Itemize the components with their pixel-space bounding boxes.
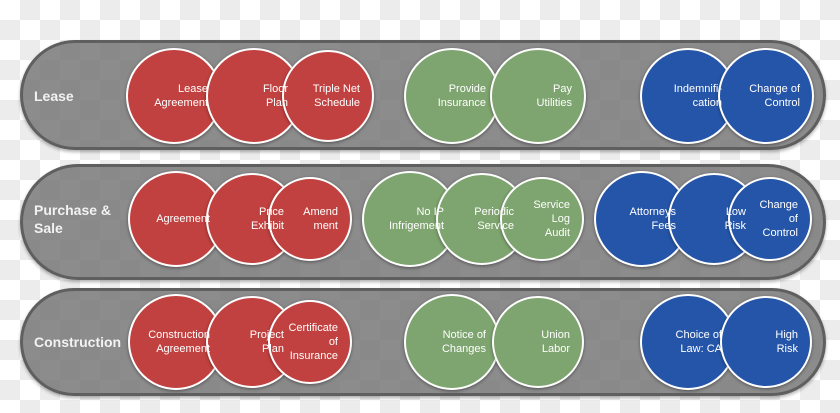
item-circle: Union Labor bbox=[492, 296, 584, 388]
item-label: Provide Insurance bbox=[437, 83, 486, 109]
item-label: Attorneys Fees bbox=[629, 206, 676, 232]
item-circle: High Risk bbox=[720, 296, 812, 388]
item-label: Project Plan bbox=[249, 329, 284, 355]
row-label: Lease bbox=[34, 88, 74, 104]
item-circle: No IP Infrigement bbox=[362, 171, 458, 267]
item-circle: Floor Plan bbox=[206, 48, 302, 144]
item-circle: Agreement bbox=[128, 171, 224, 267]
item-circle: Service Log Audit bbox=[500, 177, 584, 261]
item-label: Choice of Law: CA bbox=[675, 329, 722, 355]
item-label: No IP Infrigement bbox=[388, 206, 444, 232]
item-circle: Construction Agreement bbox=[128, 294, 224, 390]
item-label: Union Labor bbox=[541, 329, 570, 355]
item-circle: Notice of Changes bbox=[404, 294, 500, 390]
item-label: Floor Plan bbox=[262, 83, 288, 109]
item-label: Construction Agreement bbox=[148, 329, 210, 355]
item-label: Change of Control bbox=[759, 199, 798, 239]
row-label: Construction bbox=[34, 334, 122, 350]
item-circle: Lease Agreement bbox=[126, 48, 222, 144]
item-circle: Pay Utilities bbox=[490, 48, 586, 144]
item-label: Amend ment bbox=[303, 206, 338, 232]
item-circle: Certificate of Insurance bbox=[268, 300, 352, 384]
item-circle: Triple Net Schedule bbox=[282, 50, 374, 142]
item-label: Notice of Changes bbox=[441, 329, 486, 355]
item-label: Triple Net Schedule bbox=[312, 83, 360, 109]
item-label: High Risk bbox=[775, 329, 798, 355]
item-circle: Change of Control bbox=[718, 48, 814, 144]
item-label: Pay Utilities bbox=[536, 83, 572, 109]
item-label: Certificate of Insurance bbox=[288, 322, 338, 362]
item-circle: Attorneys Fees bbox=[594, 171, 690, 267]
item-circle: Change of Control bbox=[728, 177, 812, 261]
row-label: Purchase & Sale bbox=[34, 202, 112, 236]
item-label: Lease Agreement bbox=[154, 83, 208, 109]
item-label: Periodic Service bbox=[474, 206, 514, 232]
item-label: Agreement bbox=[156, 213, 210, 225]
item-circle: Choice of Law: CA bbox=[640, 294, 736, 390]
item-label: Price Exhibit bbox=[250, 206, 284, 232]
item-label: Indemnifi- cation bbox=[673, 83, 722, 109]
item-circle: Amend ment bbox=[268, 177, 352, 261]
item-label: Low Risk bbox=[724, 206, 746, 232]
item-label: Change of Control bbox=[749, 83, 800, 109]
item-circle: Indemnifi- cation bbox=[640, 48, 736, 144]
item-label: Service Log Audit bbox=[533, 199, 570, 239]
item-circle: Provide Insurance bbox=[404, 48, 500, 144]
